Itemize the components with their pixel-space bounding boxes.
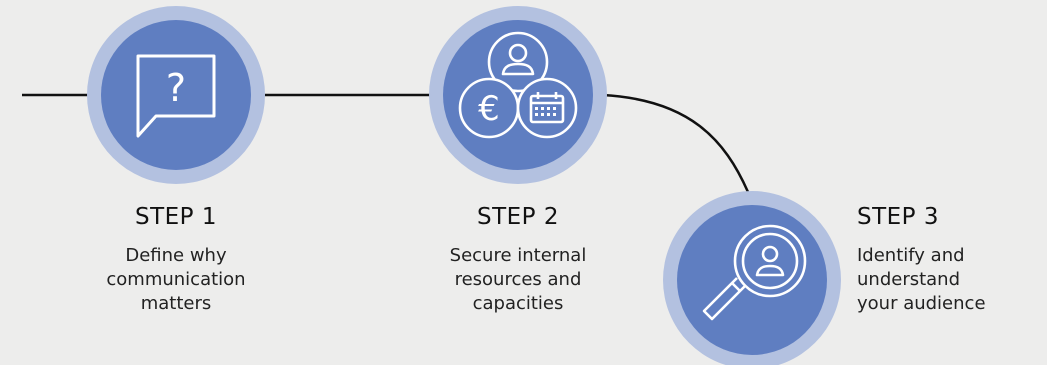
step-1-desc-line: matters bbox=[140, 293, 212, 314]
step-3-desc-line: understand bbox=[857, 269, 961, 290]
magnifier-person-icon bbox=[702, 224, 807, 321]
step-3-description: Identify and understand your audience bbox=[857, 244, 1037, 316]
svg-text:?: ? bbox=[166, 66, 186, 110]
step-2-desc-line: capacities bbox=[472, 293, 564, 314]
step-1-badge: ? bbox=[87, 6, 265, 184]
step-1-desc-line: communication bbox=[106, 269, 246, 290]
person-icon bbox=[487, 31, 549, 93]
connector-curve bbox=[602, 93, 750, 193]
step-3-desc-line: your audience bbox=[857, 293, 986, 314]
step-2-desc-line: resources and bbox=[454, 269, 582, 290]
step-3-title: STEP 3 bbox=[857, 204, 939, 230]
calendar-icon bbox=[516, 77, 578, 139]
step-3-desc-line: Identify and bbox=[857, 245, 965, 266]
step-2-title: STEP 2 bbox=[477, 204, 559, 230]
step-1-title: STEP 1 bbox=[135, 204, 217, 230]
step-2-badge: € bbox=[429, 6, 607, 184]
step-2-desc-line: Secure internal bbox=[449, 245, 587, 266]
question-speech-bubble-icon: ? bbox=[136, 54, 216, 138]
step-2-description: Secure internal resources and capacities bbox=[428, 244, 608, 316]
step-1-description: Define why communication matters bbox=[86, 244, 266, 316]
step-1-desc-line: Define why bbox=[125, 245, 227, 266]
euro-icon: € bbox=[458, 77, 520, 139]
step-3-badge bbox=[663, 191, 841, 365]
resources-cluster-icon: € bbox=[458, 31, 578, 139]
svg-text:€: € bbox=[478, 89, 500, 129]
